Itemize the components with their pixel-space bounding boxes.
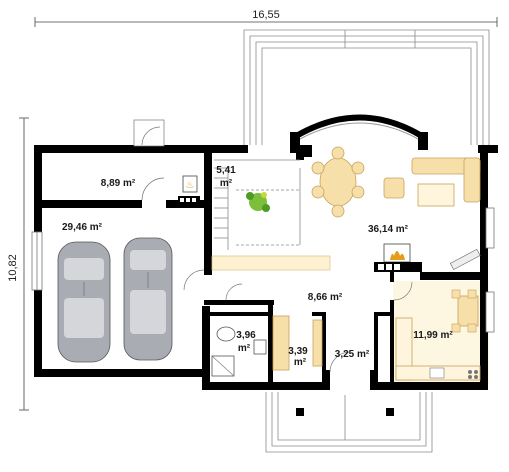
sofa-set bbox=[383, 157, 481, 207]
height-dimension: 10,82 bbox=[7, 117, 29, 411]
svg-text:♨: ♨ bbox=[186, 180, 195, 191]
car-right bbox=[123, 237, 173, 361]
counter-strip bbox=[211, 255, 331, 271]
fireplace-icon bbox=[374, 243, 422, 272]
door-swing bbox=[329, 351, 351, 373]
top-terrace bbox=[243, 29, 490, 145]
dining-table bbox=[311, 146, 365, 218]
car-left bbox=[57, 241, 111, 363]
bay-pier bbox=[290, 132, 300, 150]
kitchen-window bbox=[485, 291, 495, 333]
room-area-wardrobe: 3,39 bbox=[288, 346, 308, 357]
porch-column bbox=[386, 408, 394, 416]
room-area-bathroom: 3,96 bbox=[236, 330, 256, 341]
room-area-utility: 8,89 m² bbox=[101, 178, 136, 189]
room-area-stair-hall: 5,41 bbox=[216, 165, 236, 176]
bathroom-fittings bbox=[211, 326, 267, 377]
room-area-bathroom-unit: m² bbox=[238, 343, 251, 354]
room-area-wardrobe-unit: m² bbox=[294, 357, 307, 368]
height-label: 10,82 bbox=[7, 254, 19, 282]
porch-column bbox=[296, 408, 304, 416]
door-swing bbox=[183, 269, 205, 291]
plant-icon bbox=[246, 192, 270, 212]
room-area-stair-hall-unit: m² bbox=[220, 178, 233, 189]
door-swing bbox=[393, 281, 413, 301]
bench bbox=[449, 248, 481, 271]
room-area-garage: 29,46 m² bbox=[62, 222, 103, 233]
staircase bbox=[214, 159, 301, 250]
room-area-vestibule: 3,25 m² bbox=[335, 349, 370, 360]
bay-pier bbox=[418, 132, 428, 150]
living-window bbox=[485, 207, 495, 249]
utility-vestibule bbox=[133, 119, 165, 147]
width-label: 16,55 bbox=[252, 9, 280, 21]
wardrobe-unit bbox=[272, 315, 290, 371]
room-area-hall: 8,66 m² bbox=[308, 292, 343, 303]
kitchen-fittings bbox=[395, 289, 481, 381]
door-swing bbox=[225, 283, 243, 301]
room-area-living: 36,14 m² bbox=[368, 224, 409, 235]
boiler-icon bbox=[182, 175, 198, 193]
bottom-porch bbox=[265, 392, 433, 453]
bay-window-wall bbox=[296, 114, 422, 138]
bay-window-glass bbox=[297, 122, 421, 141]
width-dimension: 16,55 bbox=[34, 9, 498, 27]
door-swing bbox=[141, 177, 165, 201]
wardrobe-unit bbox=[312, 319, 323, 367]
room-area-kitchen: 11,99 m² bbox=[413, 330, 453, 341]
